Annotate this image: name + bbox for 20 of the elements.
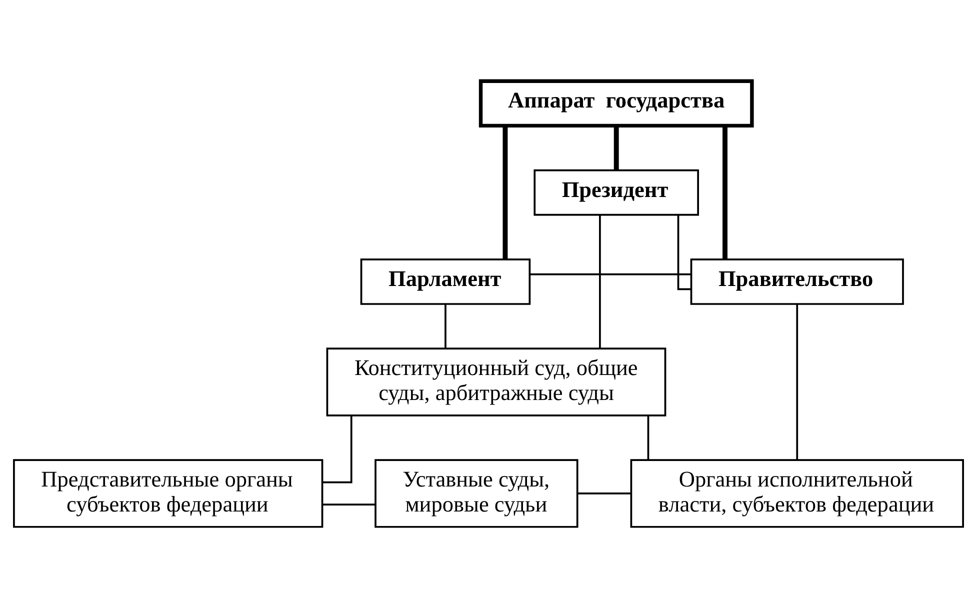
node-box: Аппарат государства: [478, 78, 754, 128]
connector: [322, 415, 352, 483]
connector: [676, 214, 690, 290]
node-box: Представительные органы субъектов федерации: [12, 458, 323, 528]
node-box: Парламент: [360, 258, 530, 304]
node-box: Уставные суды, мировые судьи: [374, 458, 578, 528]
connector: [646, 414, 649, 460]
connector: [444, 304, 446, 348]
connector: [598, 214, 600, 348]
connector: [322, 503, 375, 506]
node-box: Правительство: [690, 258, 904, 304]
connector: [502, 126, 508, 259]
connector: [613, 125, 618, 170]
connector: [722, 126, 727, 259]
node-box: Органы исполнительной власти, субъектов федерации: [630, 458, 964, 528]
connector: [576, 492, 630, 494]
node-box: Конституционный суд, общие суды, арбитражные суды: [326, 347, 666, 416]
connector: [796, 304, 798, 460]
node-box: Президент: [533, 168, 698, 216]
connector: [529, 272, 691, 275]
